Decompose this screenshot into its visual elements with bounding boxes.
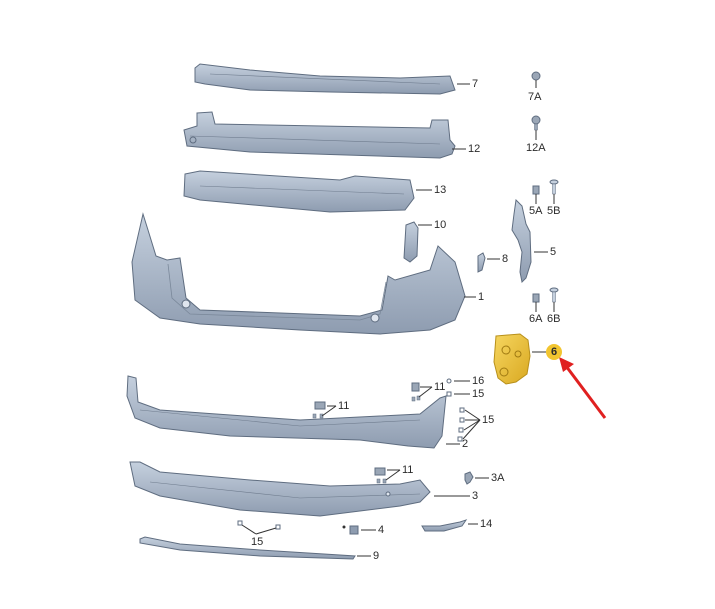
part-5-side-bracket xyxy=(511,198,532,284)
part-8-guide xyxy=(477,252,486,273)
part-2-lower-spoiler xyxy=(126,375,447,449)
label-part-5B: 5B xyxy=(547,205,561,217)
label-part-14: 14 xyxy=(480,518,493,530)
part-1-bumper-cover xyxy=(131,212,466,335)
part-3-diffuser-trim xyxy=(129,461,431,517)
label-part-15-single: 15 xyxy=(472,388,485,400)
label-part-8: 8 xyxy=(502,253,509,265)
part-15-clip-single xyxy=(446,391,470,397)
label-part-16: 16 xyxy=(472,375,485,387)
part-3A-expanding-clip xyxy=(464,471,489,485)
label-part-15-group: 15 xyxy=(482,414,495,426)
part-11-sensor-holder-b xyxy=(411,382,433,402)
label-part-7A: 7A xyxy=(528,91,542,103)
label-part-3A: 3A xyxy=(491,472,505,484)
label-part-7: 7 xyxy=(472,78,479,90)
label-part-11-c: 11 xyxy=(402,464,414,476)
label-part-11-a: 11 xyxy=(338,400,350,412)
part-9-moulding-strip xyxy=(139,536,371,560)
part-14-trim-strip xyxy=(421,519,478,532)
label-part-15-pair: 15 xyxy=(251,536,264,548)
fastener-12A xyxy=(531,115,541,140)
fastener-6B xyxy=(549,287,559,312)
label-part-9: 9 xyxy=(373,550,380,562)
label-part-2: 2 xyxy=(462,438,469,450)
label-part-5A: 5A xyxy=(529,205,543,217)
label-part-6A: 6A xyxy=(529,313,543,325)
part-6-bracket-highlighted xyxy=(493,333,531,385)
label-part-1: 1 xyxy=(478,291,485,303)
label-part-5: 5 xyxy=(550,246,557,258)
fastener-6A xyxy=(532,293,540,312)
part-10-cover xyxy=(403,221,419,263)
label-part-4: 4 xyxy=(378,524,385,536)
fastener-7A xyxy=(531,71,541,88)
label-part-12A: 12A xyxy=(526,142,546,154)
fastener-5A xyxy=(532,185,540,204)
fastener-5B xyxy=(549,179,559,204)
label-part-3: 3 xyxy=(472,490,479,502)
part-11-sensor-holder-c xyxy=(374,467,401,484)
part-13-energy-absorber xyxy=(183,170,415,213)
part-12-reinforcement-bar xyxy=(183,111,456,159)
label-part-12: 12 xyxy=(468,143,481,155)
part-15-clip-group xyxy=(457,407,481,442)
part-11-sensor-holder-a xyxy=(312,401,337,419)
label-part-10: 10 xyxy=(434,219,447,231)
part-7-absorber-strip xyxy=(194,63,456,95)
label-part-13: 13 xyxy=(434,184,447,196)
part-16-clip xyxy=(446,378,470,384)
part-4-cap xyxy=(342,525,376,535)
red-pointer-arrow xyxy=(559,357,607,419)
label-part-6B: 6B xyxy=(547,313,561,325)
label-part-6-highlighted: 6 xyxy=(546,344,562,360)
label-part-11-b: 11 xyxy=(434,381,446,393)
part-15-clip-pair xyxy=(237,520,281,535)
